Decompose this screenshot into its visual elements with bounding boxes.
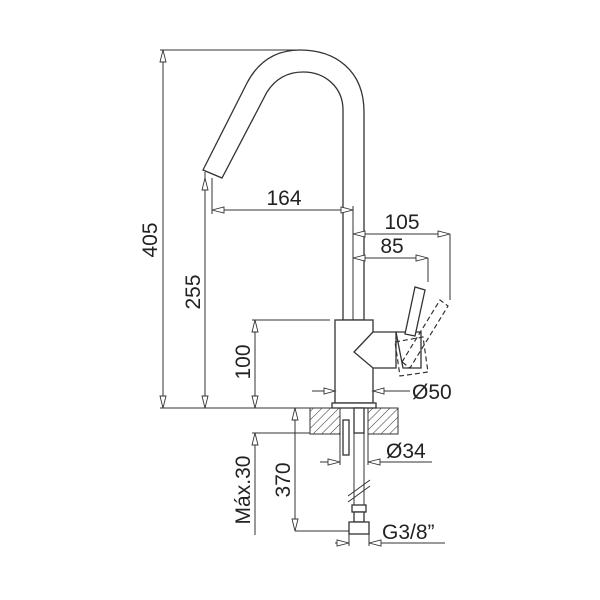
total-height-label: 405 (139, 222, 162, 257)
counter-section (309, 407, 399, 535)
faucet-body (331, 286, 426, 409)
lever-open-position (394, 299, 449, 377)
body-height-label: 100 (232, 344, 255, 379)
lever-reach-label: 85 (380, 235, 403, 258)
hose-length-label: 370 (272, 462, 295, 497)
spout-reach-label: 164 (266, 187, 301, 210)
dimension-arrows (159, 49, 451, 547)
spout-height-label: 255 (182, 274, 205, 309)
lever-reach-open-label: 105 (384, 211, 419, 234)
max-counter-thickness-label: Máx.30 (232, 456, 255, 525)
spout (202, 49, 365, 321)
hole-diameter-label: Ø34 (386, 440, 426, 463)
body-diameter-label: Ø50 (412, 381, 452, 404)
connection-thread-label: G3/8” (382, 521, 435, 544)
